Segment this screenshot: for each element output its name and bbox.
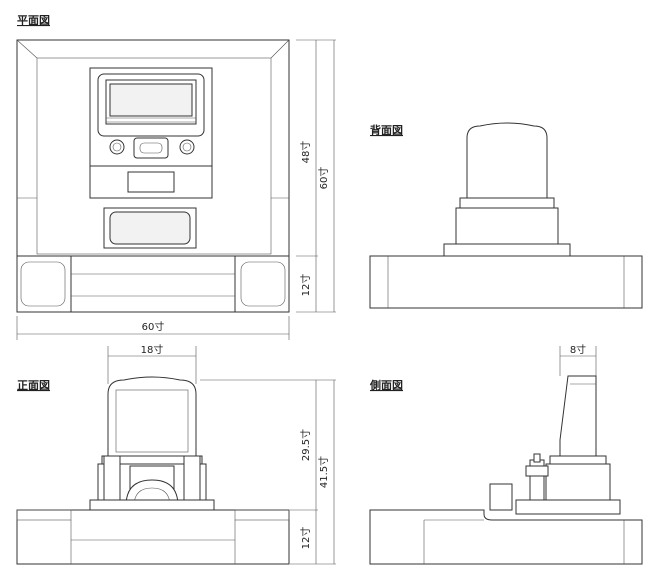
side-lantern-top <box>533 453 541 463</box>
front-lantern-right <box>183 455 201 501</box>
back-monument-stone <box>466 122 548 199</box>
side-view: 側面図 8寸 <box>369 343 643 565</box>
side-lantern-cap <box>525 465 549 477</box>
front-monument-face <box>115 389 189 453</box>
plan-lantern-right <box>179 139 195 155</box>
plan-dim-60-horizontal: 60寸 <box>142 320 165 333</box>
plan-offering-slot <box>127 171 175 193</box>
plan-stepping-stone-texture <box>109 211 191 245</box>
front-view: 正面図 18寸 29.5寸 41.5寸 12寸 <box>16 343 336 565</box>
plan-dim-60-vertical: 60寸 <box>317 167 330 190</box>
back-view: 背面図 <box>369 122 643 309</box>
plan-inner-boundary <box>36 57 272 255</box>
plan-incense-holder <box>133 137 169 159</box>
front-dim-12: 12寸 <box>299 527 312 550</box>
plan-dim-12: 12寸 <box>299 274 312 297</box>
back-lower-base <box>443 243 571 257</box>
side-view-title: 側面図 <box>369 378 403 392</box>
front-dim-41-5: 41.5寸 <box>317 456 330 488</box>
back-foundation <box>369 255 643 309</box>
back-upper-base <box>459 197 555 209</box>
front-lantern-left <box>103 455 121 501</box>
front-foundation <box>16 509 290 565</box>
front-monument-stone <box>107 376 197 457</box>
plan-corner-post-right <box>234 255 290 313</box>
side-upper-base <box>549 455 607 465</box>
side-lower-base <box>515 499 621 515</box>
plan-lantern-left <box>109 139 125 155</box>
plan-dim-48: 48寸 <box>299 141 312 164</box>
front-view-title: 正面図 <box>17 378 50 392</box>
side-foundation <box>369 509 643 565</box>
plan-monument-inset <box>109 83 193 117</box>
plan-corner-post-left <box>16 255 72 313</box>
back-view-title: 背面図 <box>370 123 403 137</box>
side-monument-stone <box>559 375 597 457</box>
back-middle-base <box>455 207 559 245</box>
plan-view: 平面図 <box>16 13 336 340</box>
side-dim-8: 8寸 <box>570 343 586 356</box>
front-dim-18: 18寸 <box>141 343 164 356</box>
side-offering-stone <box>489 483 513 511</box>
side-middle-base <box>545 463 611 501</box>
front-dim-29-5: 29.5寸 <box>299 429 312 461</box>
plan-view-title: 平面図 <box>17 13 50 27</box>
